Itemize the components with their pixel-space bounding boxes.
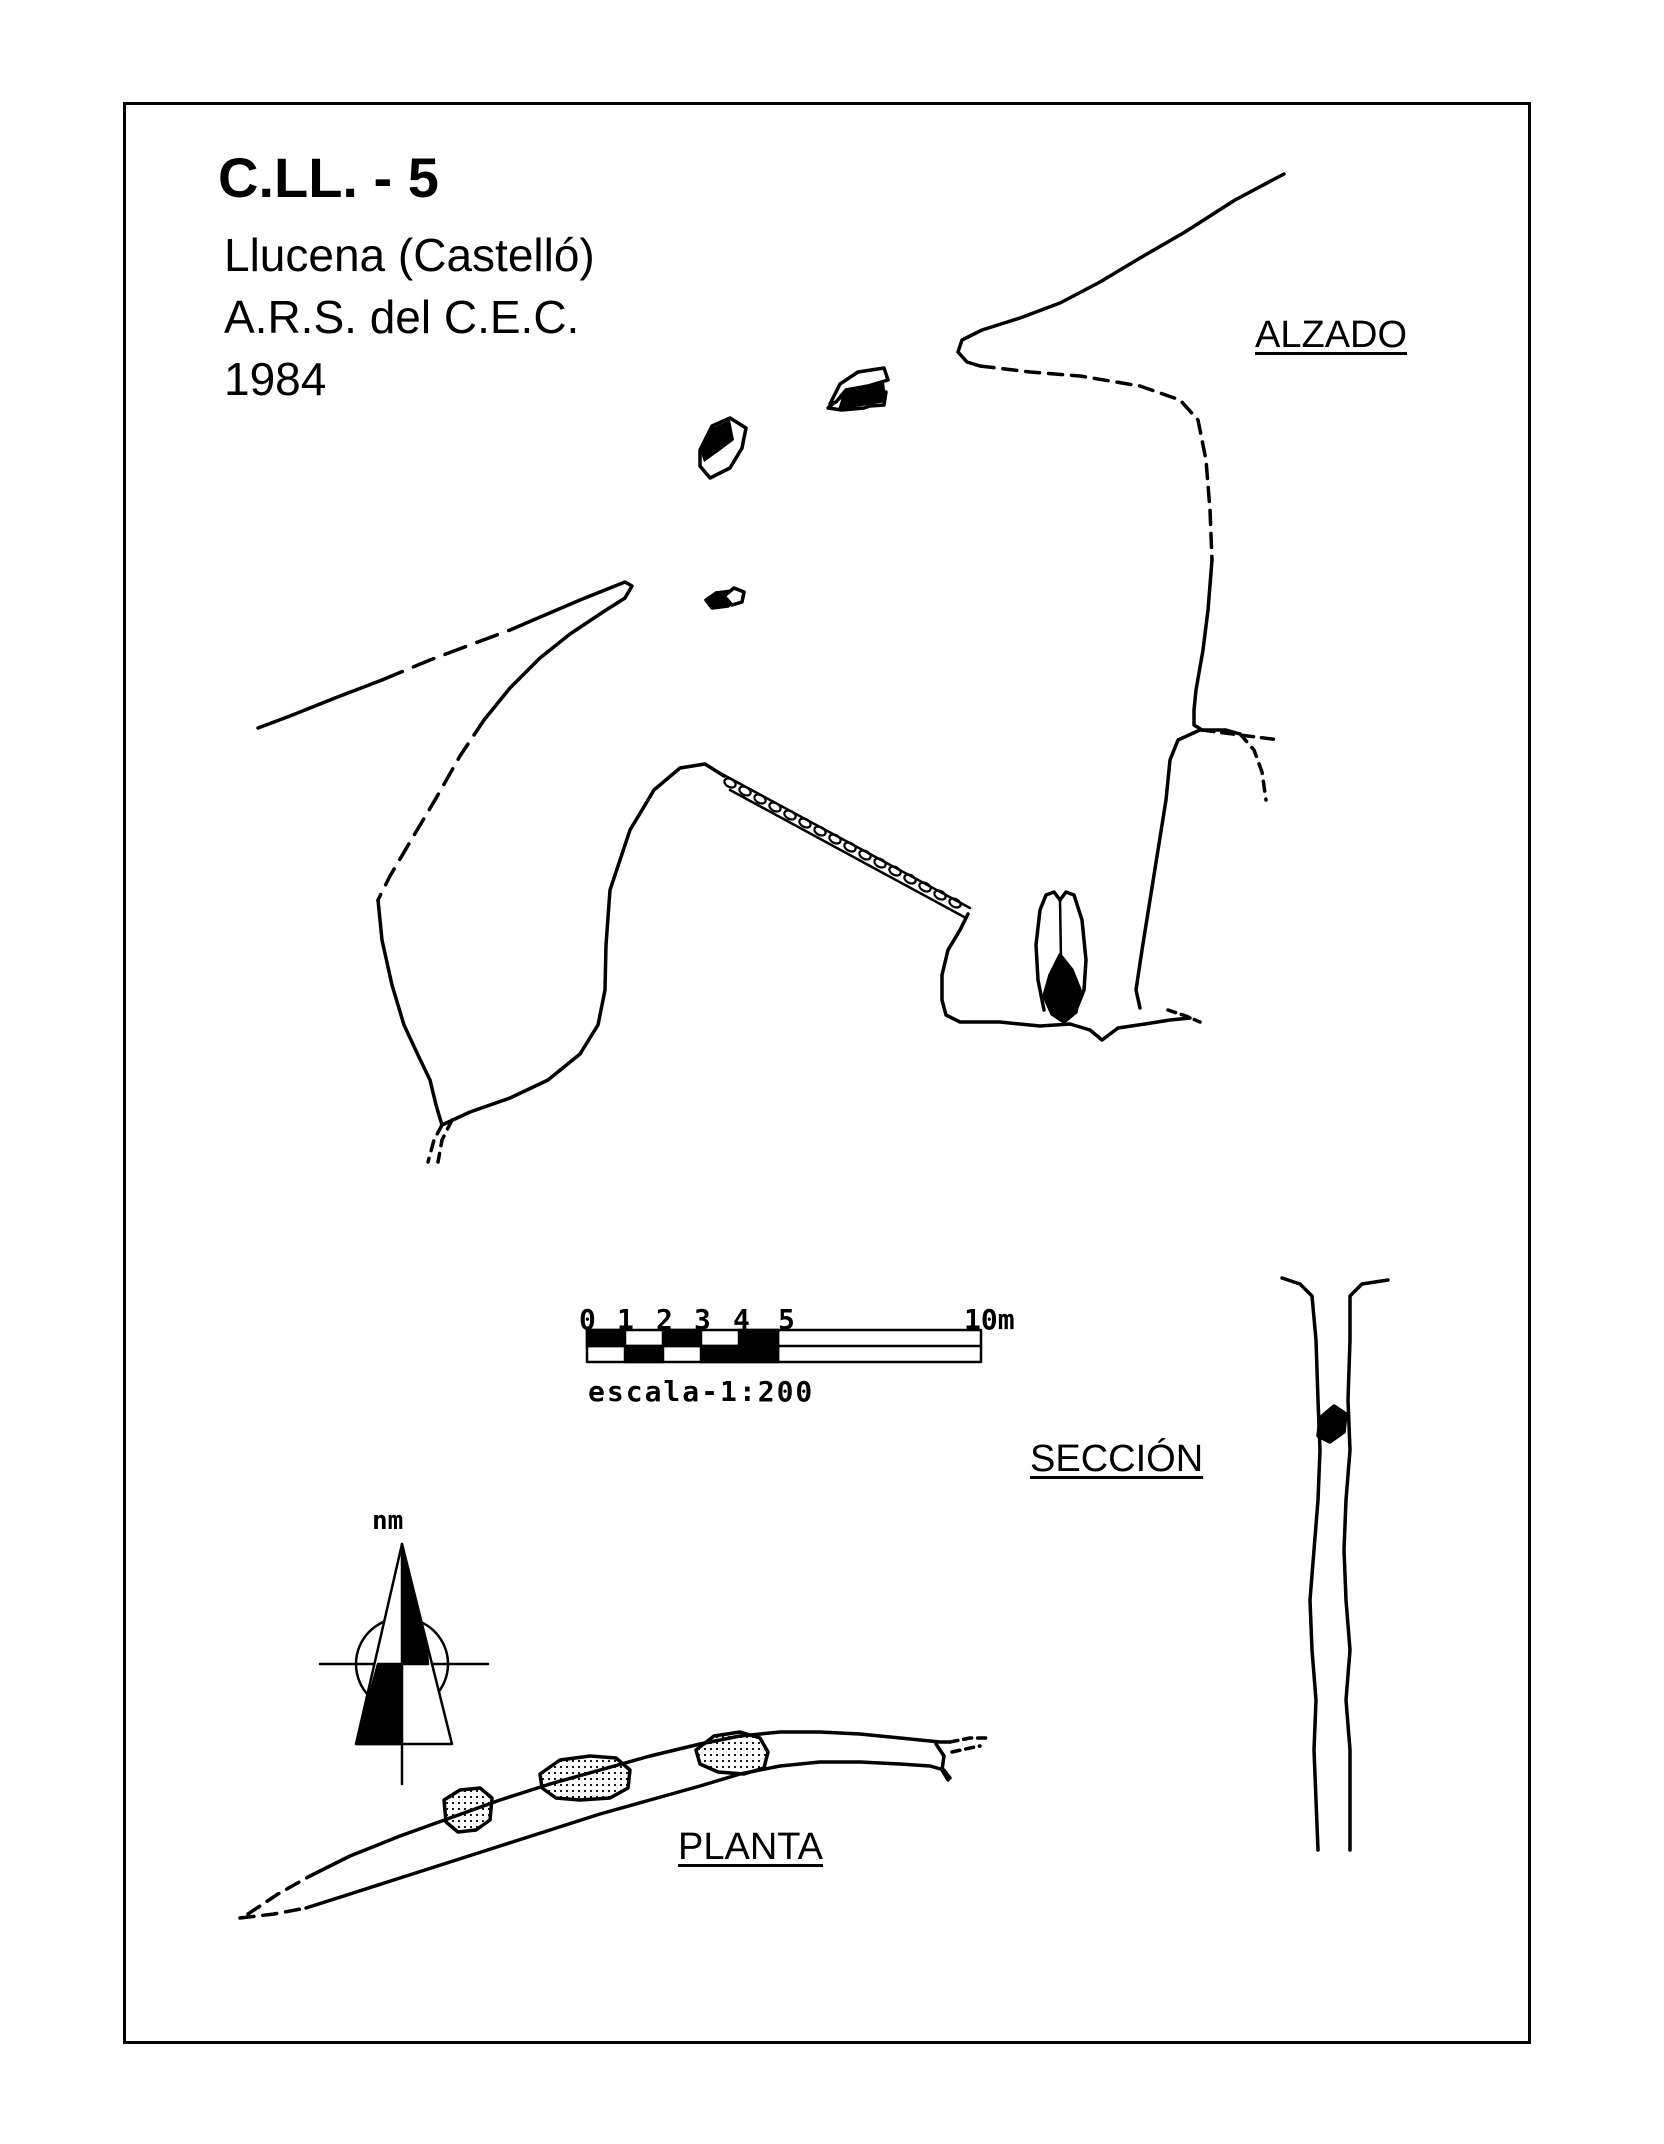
scale-bar bbox=[585, 1328, 983, 1364]
section-view bbox=[1280, 1276, 1390, 1852]
scale-seg-3-top bbox=[661, 1328, 703, 1348]
elevation-scree-beads bbox=[723, 777, 962, 909]
elevation-chamber-floor bbox=[940, 912, 1192, 1042]
scale-seg-5-top bbox=[737, 1328, 780, 1348]
plan-upper-wall-dashed bbox=[246, 1874, 312, 1916]
elevation-bottom-dashed-2 bbox=[436, 1118, 454, 1164]
north-arrow-upper-right-fill bbox=[400, 1542, 430, 1666]
elevation-boulder-1-top bbox=[828, 366, 890, 406]
section-block bbox=[1316, 1404, 1348, 1444]
scale-tick-1: 1 bbox=[617, 1303, 634, 1336]
plan-end bbox=[934, 1742, 950, 1782]
place-name: Llucena (Castelló) bbox=[224, 229, 595, 281]
elevation-left-wall-dashed bbox=[376, 718, 486, 902]
elevation-right-wall-dashed bbox=[978, 364, 1214, 562]
elevation-left-wall bbox=[376, 898, 444, 1127]
scale-tick-5: 5 bbox=[778, 1303, 795, 1336]
elevation-lower-curve bbox=[440, 762, 726, 1127]
elevation-left-upper-wall-dashed bbox=[380, 628, 512, 682]
survey-author: A.R.S. del C.E.C. bbox=[224, 291, 580, 343]
north-arrow bbox=[318, 1542, 490, 1786]
elevation-right-pillar bbox=[1134, 728, 1242, 1010]
section-left-wall bbox=[1280, 1276, 1322, 1852]
plan-end-dashed bbox=[948, 1736, 988, 1744]
elevation-right-pillar-dashed bbox=[1238, 732, 1268, 802]
elevation-upper-wall bbox=[956, 172, 1286, 368]
plan-lower-wall-dashed bbox=[238, 1906, 308, 1920]
scale-tick-2: 2 bbox=[656, 1303, 673, 1336]
scale-tick-3: 3 bbox=[694, 1303, 711, 1336]
elevation-pebble-2 bbox=[722, 586, 746, 607]
cave-code: C.LL. - 5 bbox=[218, 146, 439, 209]
section-label: SECCIÓN bbox=[1030, 1438, 1204, 1480]
survey-year: 1984 bbox=[224, 353, 327, 405]
plan-lower-wall bbox=[304, 1760, 952, 1910]
plan-block-1 bbox=[442, 1786, 494, 1834]
elevation-scree-band-2 bbox=[728, 788, 968, 920]
plan-view bbox=[238, 1730, 988, 1920]
scale-tick-0: 0 bbox=[579, 1303, 596, 1336]
plan-block-2 bbox=[538, 1754, 632, 1802]
elevation-formation-midline bbox=[1058, 898, 1063, 962]
elevation-view bbox=[256, 172, 1286, 1164]
elevation-right-wall bbox=[1192, 558, 1214, 732]
scale-seg-4-bottom bbox=[699, 1344, 741, 1364]
elevation-left-upper-wall-2 bbox=[482, 580, 634, 722]
scale-tick-4: 4 bbox=[733, 1303, 750, 1336]
elevation-label: ALZADO bbox=[1255, 314, 1408, 356]
plan-end-dashed-2 bbox=[950, 1744, 982, 1754]
drawing-frame bbox=[123, 102, 1531, 2044]
scale-seg-2-bottom bbox=[623, 1344, 665, 1364]
plan-upper-wall bbox=[308, 1730, 952, 1878]
elevation-chamber-floor-dashed bbox=[1166, 1008, 1202, 1024]
section-right-wall bbox=[1342, 1278, 1390, 1852]
elevation-left-upper-wall bbox=[256, 678, 384, 730]
plan-label: PLANTA bbox=[678, 1826, 824, 1868]
north-arrow-lower-left-fill bbox=[354, 1662, 404, 1746]
scale-seg-5-bottom bbox=[737, 1344, 780, 1364]
plan-block-3 bbox=[694, 1730, 770, 1776]
elevation-bottom-dashed bbox=[426, 1123, 444, 1164]
scale-seg-1-top bbox=[585, 1328, 627, 1348]
scale-caption: escala-1:200 bbox=[588, 1375, 815, 1408]
north-label: nm bbox=[372, 1506, 404, 1536]
elevation-formation-fill bbox=[1042, 953, 1082, 1024]
elevation-boulder-2-dark bbox=[700, 420, 734, 462]
